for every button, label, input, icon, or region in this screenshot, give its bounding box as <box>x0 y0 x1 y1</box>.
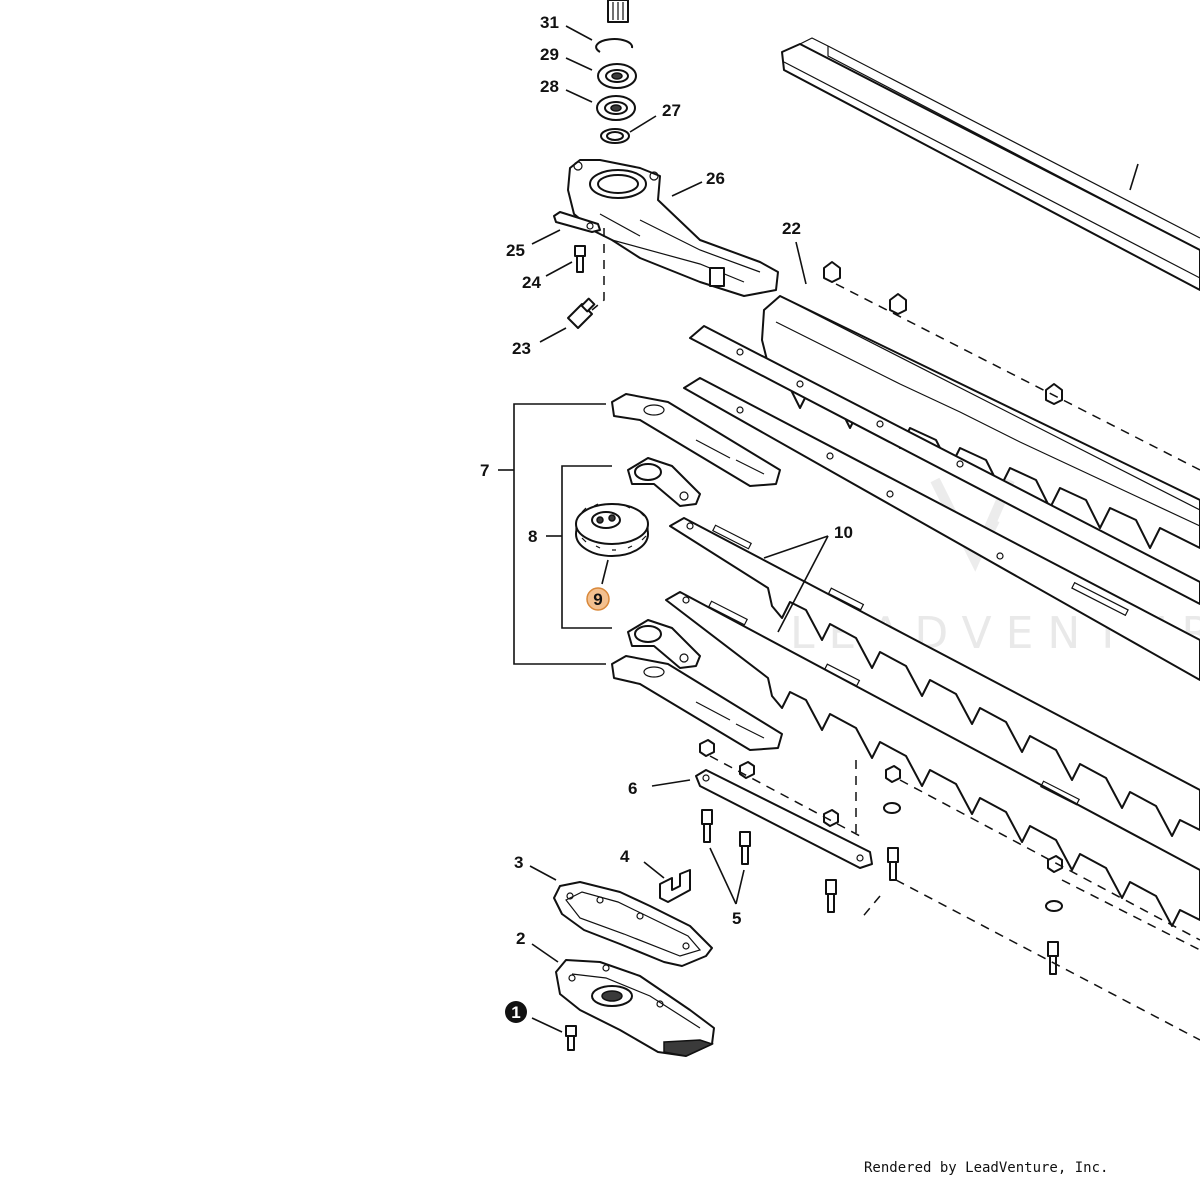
callout-23[interactable]: 24 <box>522 273 541 292</box>
part-shaft-top <box>607 0 629 23</box>
part-4-clip <box>659 869 691 903</box>
part-6-bottom-plate <box>695 769 873 869</box>
part-27-bearing <box>596 95 636 121</box>
callout-9-highlight[interactable]: 9 <box>586 587 610 611</box>
callout-29[interactable]: 31 <box>540 13 559 32</box>
leader-lines <box>498 25 1139 1033</box>
part-8-crank-upper <box>627 457 701 507</box>
callout-5[interactable]: 5 <box>732 909 741 928</box>
part-7-gasket-upper <box>611 393 781 487</box>
callout-3[interactable]: 3 <box>514 853 523 872</box>
callout-9[interactable]: 9 <box>593 590 602 609</box>
part-2-cover <box>555 959 715 1057</box>
callouts: 31 29 28 27 26 25 24 23 22 10 7 8 6 5 4 … <box>480 13 853 1023</box>
dash-21-nuts <box>835 283 1200 471</box>
callout-28[interactable]: 29 <box>540 45 559 64</box>
callout-22[interactable]: 23 <box>512 339 531 358</box>
part-23-screw <box>574 245 586 273</box>
part-9-gear <box>575 503 649 557</box>
callout-1[interactable]: 1 <box>511 1003 520 1022</box>
part-21-nuts <box>823 261 1063 405</box>
callout-25[interactable]: 26 <box>706 169 725 188</box>
part-10-blade-upper <box>669 517 1200 837</box>
part-26-ring <box>600 128 630 144</box>
footer-credit: Rendered by LeadVenture, Inc. <box>864 1160 1109 1176</box>
callout-26[interactable]: 27 <box>662 101 681 120</box>
alignment-lines <box>709 755 1200 1041</box>
callout-1-filled[interactable]: 1 <box>505 1001 527 1023</box>
part-31-blade-guard <box>781 37 1200 291</box>
part-8-crank-lower <box>627 619 701 669</box>
callout-21[interactable]: 22 <box>782 219 801 238</box>
part-3-cover-gasket <box>553 881 713 967</box>
part-22-grease-nipple <box>567 297 596 329</box>
part-guide-plate-upper <box>689 325 1200 605</box>
callout-24[interactable]: 25 <box>506 241 525 260</box>
part-guide-plate-lower <box>683 377 1200 681</box>
dash-22-23 <box>591 228 605 311</box>
callout-27[interactable]: 28 <box>540 77 559 96</box>
square-nuts <box>699 739 1063 912</box>
callout-4[interactable]: 4 <box>620 847 630 866</box>
part-1-screw <box>565 1025 577 1051</box>
part-24-washer <box>553 211 601 233</box>
part-29-circlip <box>595 38 634 53</box>
callout-8[interactable]: 8 <box>528 527 537 546</box>
part-28-bearing <box>597 63 637 89</box>
callout-6[interactable]: 6 <box>628 779 637 798</box>
part-21-upper-blade <box>761 295 1200 549</box>
callout-10[interactable]: 10 <box>834 523 853 542</box>
callout-7[interactable]: 7 <box>480 461 489 480</box>
part-7-gasket-lower <box>611 655 783 751</box>
part-10-blade-lower <box>665 591 1200 927</box>
part-5-screws <box>701 809 1059 975</box>
callout-2[interactable]: 2 <box>516 929 525 948</box>
